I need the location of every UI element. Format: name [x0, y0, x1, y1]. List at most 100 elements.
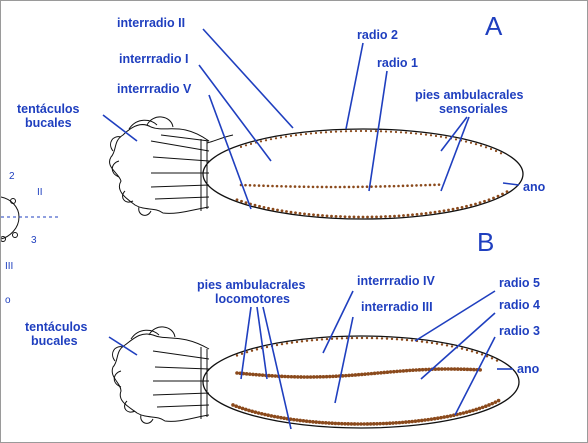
tube-foot-dot: [294, 185, 297, 188]
tube-foot-dot: [452, 208, 455, 211]
tube-foot-dot: [276, 344, 278, 346]
tube-foot-dot: [360, 373, 364, 377]
tube-foot-dot: [343, 422, 347, 426]
tube-foot-dot: [295, 134, 297, 136]
tube-foot-dot: [390, 131, 392, 133]
tube-foot-dot: [330, 215, 333, 218]
tube-foot-dot: [289, 185, 292, 188]
tube-foot-dot: [451, 345, 453, 347]
tube-foot-dot: [331, 375, 335, 379]
tube-foot-dot: [335, 215, 338, 218]
tube-foot-dot: [263, 413, 267, 417]
tube-foot-dot: [320, 131, 322, 133]
tube-foot-dot: [260, 412, 264, 416]
tube-foot-dot: [266, 346, 268, 348]
tube-foot-dot: [350, 422, 354, 426]
tube-foot-dot: [384, 185, 387, 188]
label-interradio-iii: interradio III: [361, 300, 433, 314]
tube-foot-dot: [430, 417, 434, 421]
tube-foot-dot: [318, 375, 322, 379]
tube-foot-dot: [431, 342, 433, 344]
tube-foot-dot: [258, 373, 262, 377]
tube-foot-dot: [386, 337, 388, 339]
tube-foot-dot: [361, 185, 364, 188]
tube-foot-dot: [337, 422, 341, 426]
tube-foot-dot: [245, 144, 247, 146]
tube-foot-dot: [341, 337, 343, 339]
tube-foot-dot: [231, 403, 235, 407]
tube-foot-dot: [411, 368, 415, 372]
tube-foot-dot: [308, 420, 312, 424]
tube-foot-dot: [402, 369, 406, 373]
label-pies-locomotores-2: locomotores: [215, 292, 290, 306]
tube-foot-dot: [435, 135, 437, 137]
tube-foot-dot: [456, 367, 460, 371]
tube-foot-dot: [376, 337, 378, 339]
tube-foot-dot: [371, 216, 374, 219]
tube-foot-dot: [501, 193, 504, 196]
tube-foot-dot: [430, 134, 432, 136]
tube-foot-dot: [265, 139, 267, 141]
tube-foot-dot: [375, 185, 378, 188]
label-interradio-ii: interradio II: [117, 16, 185, 30]
tube-foot-dot: [270, 414, 274, 418]
tube-foot-dot: [312, 213, 315, 216]
tube-foot-dot: [274, 374, 278, 378]
tube-foot-dot: [418, 368, 422, 372]
tube-foot-dot: [389, 215, 392, 218]
section-roman-iii: III: [5, 261, 13, 272]
tube-foot-dot: [386, 370, 390, 374]
tube-foot-dot: [301, 340, 303, 342]
tube-foot-dot: [411, 184, 414, 187]
tube-foot-dot: [490, 148, 492, 150]
tube-foot-dot: [407, 214, 410, 217]
tube-foot-dot: [406, 339, 408, 341]
tube-foot-dot: [336, 337, 338, 339]
tube-foot-dot: [401, 421, 405, 425]
tube-foot-dot: [325, 186, 328, 189]
tube-foot-dot: [356, 422, 360, 426]
tube-foot-dot: [366, 185, 369, 188]
tube-foot-dot: [426, 418, 430, 422]
tube-foot-dot: [391, 421, 395, 425]
tube-foot-dot: [286, 342, 288, 344]
tube-foot-dot: [416, 213, 419, 216]
tube-foot-dot: [281, 209, 284, 212]
tube-foot-dot: [256, 348, 258, 350]
tube-foot-dot: [411, 213, 414, 216]
tube-foot-dot: [299, 212, 302, 215]
tube-foot-dot: [462, 367, 466, 371]
tube-foot-dot: [369, 422, 373, 426]
tube-foot-dot: [339, 215, 342, 218]
tube-foot-dot: [491, 357, 493, 359]
tube-foot-dot: [396, 338, 398, 340]
tube-foot-dot: [405, 132, 407, 134]
tube-foot-dot: [480, 145, 482, 147]
tube-foot-dot: [317, 214, 320, 217]
tube-foot-dot: [436, 416, 440, 420]
tube-foot-dot: [466, 368, 470, 372]
tube-foot-dot: [330, 421, 334, 425]
tube-foot-dot: [378, 422, 382, 426]
tube-foot-dot: [258, 205, 261, 208]
tube-foot-dot: [425, 134, 427, 136]
tube-foot-dot: [395, 131, 397, 133]
tube-foot-dot: [258, 184, 261, 187]
tube-foot-dot: [363, 372, 367, 376]
tube-foot-dot: [459, 367, 463, 371]
tube-foot-dot: [351, 337, 353, 339]
tube-foot-dot: [292, 418, 296, 422]
panel-b-body: [112, 327, 519, 428]
tube-foot-dot: [306, 375, 310, 379]
label-bucales-a: bucales: [25, 116, 72, 130]
tube-foot-dot: [244, 408, 248, 412]
tube-foot-dot: [465, 205, 468, 208]
tube-foot-dot: [472, 368, 476, 372]
tube-foot-dot: [290, 135, 292, 137]
tube-foot-dot: [375, 130, 377, 132]
tube-foot-dot: [340, 422, 344, 426]
tube-foot-dot: [436, 342, 438, 344]
tube-foot-dot: [391, 338, 393, 340]
